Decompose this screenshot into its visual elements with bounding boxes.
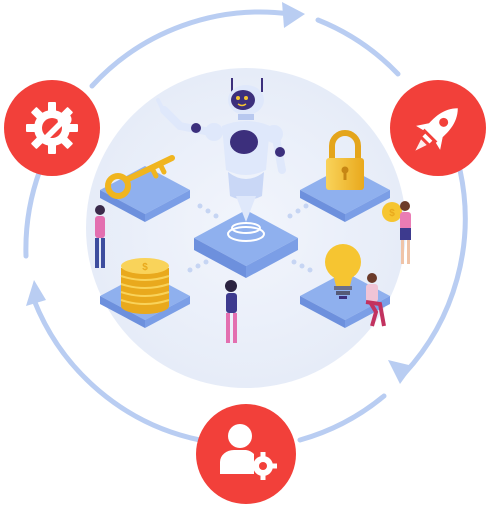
svg-text:$: $ [142, 262, 148, 273]
gear-wrench-icon [26, 102, 78, 154]
person-left [95, 205, 105, 268]
person-seated-right [365, 273, 386, 327]
rocket-badge [390, 80, 486, 176]
gear-wrench-badge [4, 80, 100, 176]
coin-stack-icon: $ [120, 258, 170, 314]
key-platform [100, 155, 190, 222]
lightbulb-platform [300, 244, 390, 328]
arrowhead-top [282, 2, 305, 28]
key-icon [105, 155, 175, 199]
arrowhead-right [388, 360, 413, 384]
cycle-arrowheads [26, 2, 413, 384]
person-right-with-coin: $ [382, 201, 411, 264]
connector-dots [187, 203, 313, 273]
svg-text:$: $ [389, 208, 395, 219]
coin-stack-platform: $ [100, 258, 190, 328]
padlock-icon [326, 130, 364, 190]
robot-platform [194, 210, 298, 278]
person-bottom-center [225, 280, 237, 343]
cycle-ring [23, 9, 468, 443]
arrowhead-left [26, 280, 46, 306]
user-gear-icon [220, 424, 277, 480]
lightbulb-icon [325, 244, 361, 299]
robot-icon [156, 78, 286, 222]
user-gear-badge [196, 404, 296, 504]
padlock-platform [300, 130, 390, 222]
rocket-icon [415, 108, 458, 151]
